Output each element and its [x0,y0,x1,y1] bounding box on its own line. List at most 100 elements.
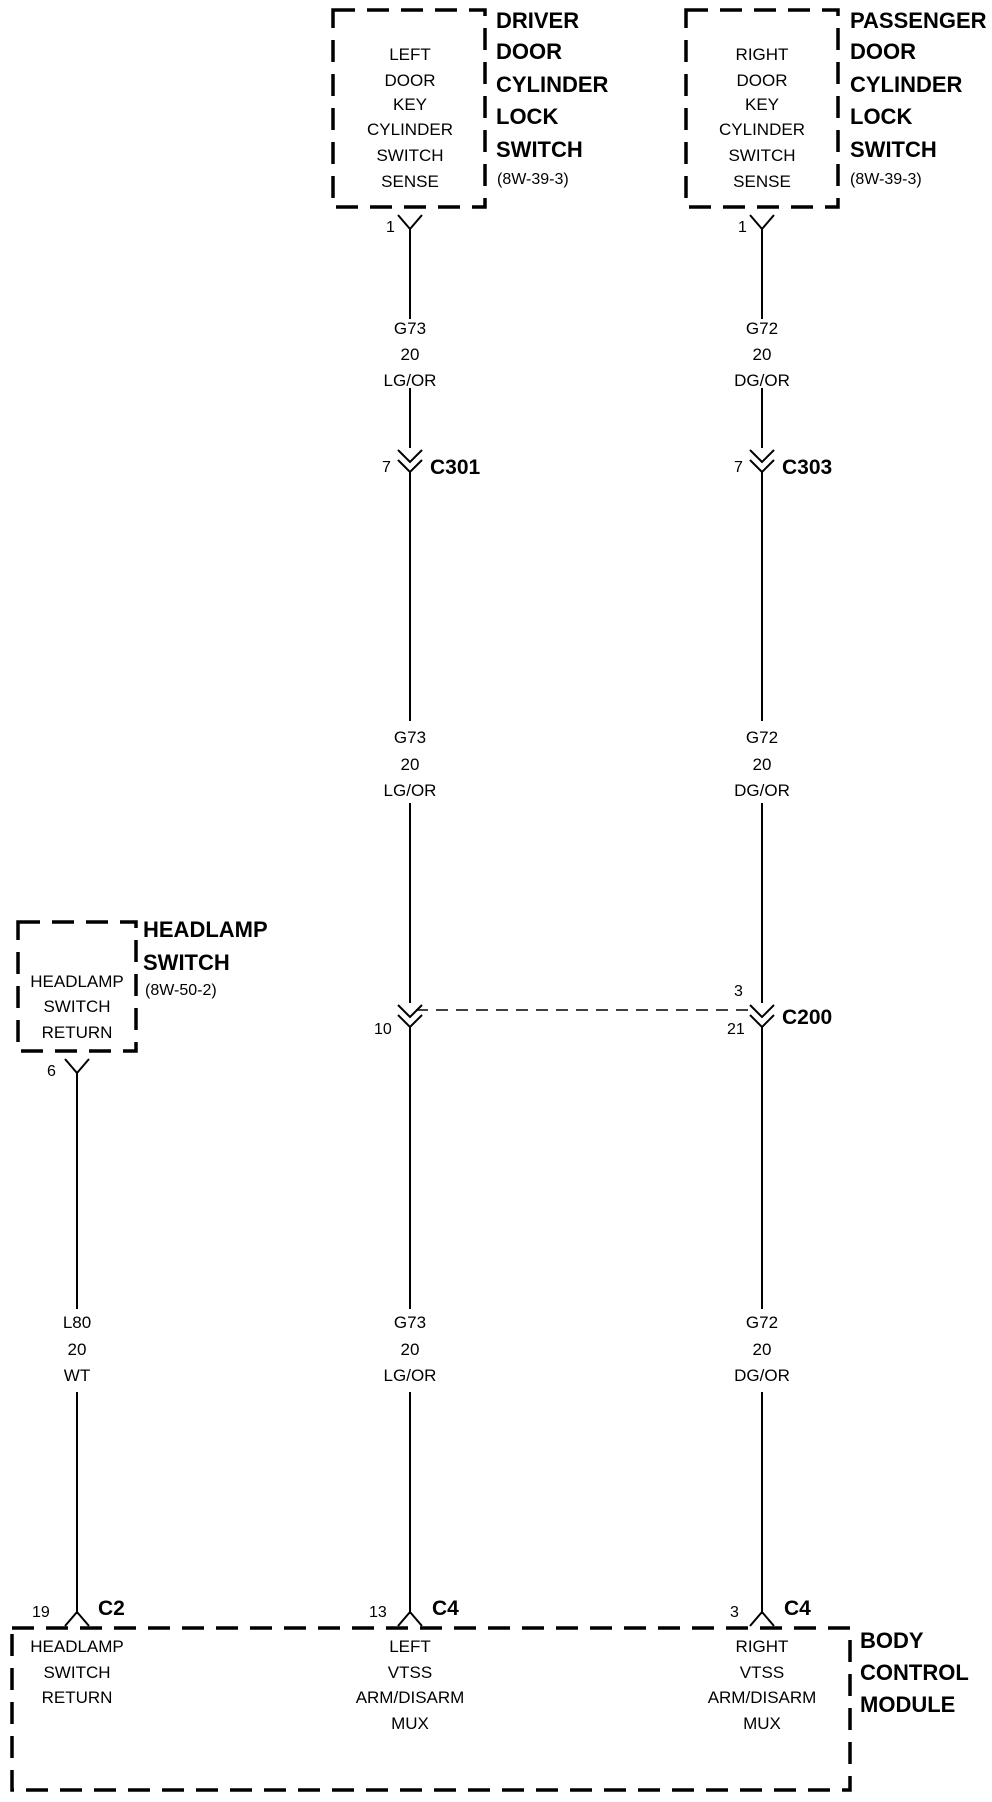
bcm-c4-left-terminal-symbol [397,1610,423,1627]
c200-right-pin-top: 3 [734,983,743,1000]
svg-text:20: 20 [753,1340,772,1359]
svg-text:BODY: BODY [860,1628,924,1653]
connector-c301: 7 C301 [382,449,481,479]
passenger-switch-pin: 1 [738,219,747,236]
svg-text:G72: G72 [746,319,778,338]
g73-wire-label: G73 20 LG/OR [384,728,437,800]
passenger-switch-box [684,8,840,209]
svg-text:RETURN: RETURN [42,1688,113,1707]
bcm-connector-c4-left: C4 [432,1597,459,1620]
svg-text:20: 20 [401,755,420,774]
svg-text:DOOR: DOOR [385,71,436,90]
svg-text:MUX: MUX [743,1714,781,1733]
g72-wire-label: G72 20 DG/OR [734,319,790,390]
body-control-module: BODY CONTROL MODULE 19 C2 HEADLAMP SWITC… [10,1597,969,1792]
g72-wire-label: G72 20 DG/OR [734,1313,790,1385]
svg-text:KEY: KEY [745,95,779,114]
svg-text:DG/OR: DG/OR [734,371,790,390]
bcm-connector-c2: C2 [98,1597,125,1620]
c200-name: C200 [782,1006,832,1029]
passenger-switch-terminal-symbol [749,214,775,231]
svg-text:CYLINDER: CYLINDER [367,120,453,139]
bcm-connector-c4-right: C4 [784,1597,811,1620]
driver-switch-title: DRIVER DOOR CYLINDER LOCK SWITCH [496,8,609,162]
passenger-switch-pin-label: RIGHT DOOR KEY CYLINDER SWITCH SENSE [719,45,805,191]
passenger-switch-ref: (8W-39-3) [850,171,922,188]
passenger-door-switch: RIGHT DOOR KEY CYLINDER SWITCH SENSE PAS… [684,8,987,236]
svg-text:G73: G73 [394,728,426,747]
bcm-right-vtss-label: RIGHT VTSS ARM/DISARM MUX [708,1637,817,1733]
bcm-c4-right-terminal-symbol [749,1610,775,1627]
svg-text:SENSE: SENSE [381,172,439,191]
headlamp-switch: HEADLAMP SWITCH RETURN HEADLAMP SWITCH (… [16,917,268,1080]
g73-wire-label: G73 20 LG/OR [384,319,437,390]
headlamp-switch-terminal-symbol [64,1058,90,1075]
svg-text:MUX: MUX [391,1714,429,1733]
headlamp-switch-box [16,920,138,1053]
svg-text:ARM/DISARM: ARM/DISARM [356,1688,465,1707]
bcm-pin-3: 3 [730,1604,739,1621]
c303-connector-symbol [749,449,775,474]
svg-text:DRIVER: DRIVER [496,8,579,33]
driver-switch-pin: 1 [386,219,395,236]
svg-text:DOOR: DOOR [737,71,788,90]
svg-text:WT: WT [64,1366,90,1385]
l80-wire-label: L80 20 WT [63,1313,91,1385]
svg-text:SWITCH: SWITCH [143,950,230,975]
bcm-pin-13: 13 [369,1604,387,1621]
g73-wire-label: G73 20 LG/OR [384,1313,437,1385]
headlamp-switch-ref: (8W-50-2) [145,982,217,999]
passenger-switch-title: PASSENGER DOOR CYLINDER LOCK SWITCH [850,8,987,162]
svg-text:VTSS: VTSS [740,1663,784,1682]
svg-text:CONTROL: CONTROL [860,1660,969,1685]
svg-text:20: 20 [753,755,772,774]
svg-text:DG/OR: DG/OR [734,1366,790,1385]
svg-text:LG/OR: LG/OR [384,1366,437,1385]
svg-text:DG/OR: DG/OR [734,781,790,800]
svg-text:PASSENGER: PASSENGER [850,8,987,33]
headlamp-switch-pin: 6 [47,1063,56,1080]
svg-text:SWITCH: SWITCH [376,146,443,165]
driver-door-switch: LEFT DOOR KEY CYLINDER SWITCH SENSE DRIV… [331,8,609,236]
driver-switch-box [331,8,487,209]
c303-pin: 7 [734,459,743,476]
c200-left-connector-symbol [397,1004,423,1029]
driver-switch-ref: (8W-39-3) [497,171,569,188]
svg-text:RIGHT: RIGHT [736,45,789,64]
svg-text:HEADLAMP: HEADLAMP [30,1637,124,1656]
c200-left-pin: 10 [374,1021,392,1038]
svg-text:G72: G72 [746,728,778,747]
driver-switch-terminal-symbol [397,214,423,231]
bcm-title: BODY CONTROL MODULE [860,1628,969,1717]
svg-text:KEY: KEY [393,95,427,114]
svg-text:SWITCH: SWITCH [850,137,937,162]
svg-text:20: 20 [401,1340,420,1359]
svg-text:RIGHT: RIGHT [736,1637,789,1656]
bcm-pin-19: 19 [32,1604,50,1621]
svg-text:HEADLAMP: HEADLAMP [30,972,124,991]
g72-wire-label: G72 20 DG/OR [734,728,790,800]
connector-c303: 7 C303 [734,449,832,479]
svg-text:LOCK: LOCK [850,104,912,129]
svg-text:20: 20 [753,345,772,364]
connector-c200: 10 3 21 C200 [374,983,832,1038]
svg-text:SENSE: SENSE [733,172,791,191]
svg-text:20: 20 [68,1340,87,1359]
svg-text:G73: G73 [394,319,426,338]
svg-text:CYLINDER: CYLINDER [850,72,963,97]
svg-text:SWITCH: SWITCH [496,137,583,162]
driver-switch-pin-label: LEFT DOOR KEY CYLINDER SWITCH SENSE [367,45,453,191]
c303-name: C303 [782,456,832,479]
svg-text:DOOR: DOOR [850,39,916,64]
svg-text:SWITCH: SWITCH [728,146,795,165]
svg-text:VTSS: VTSS [388,1663,432,1682]
svg-text:LEFT: LEFT [389,45,431,64]
c301-connector-symbol [397,449,423,474]
svg-text:LG/OR: LG/OR [384,781,437,800]
bcm-c2-terminal-symbol [64,1610,90,1627]
svg-text:CYLINDER: CYLINDER [719,120,805,139]
svg-text:SWITCH: SWITCH [43,1663,110,1682]
svg-text:MODULE: MODULE [860,1692,955,1717]
bcm-left-vtss-label: LEFT VTSS ARM/DISARM MUX [356,1637,465,1733]
svg-text:RETURN: RETURN [42,1023,113,1042]
